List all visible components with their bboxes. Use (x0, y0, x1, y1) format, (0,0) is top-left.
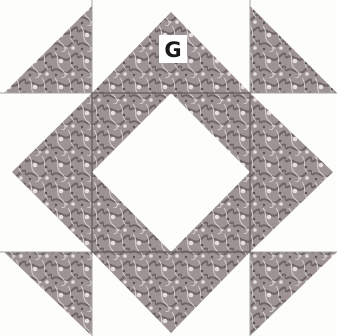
block-label-text: G (164, 38, 181, 62)
block-label: G (159, 35, 187, 63)
